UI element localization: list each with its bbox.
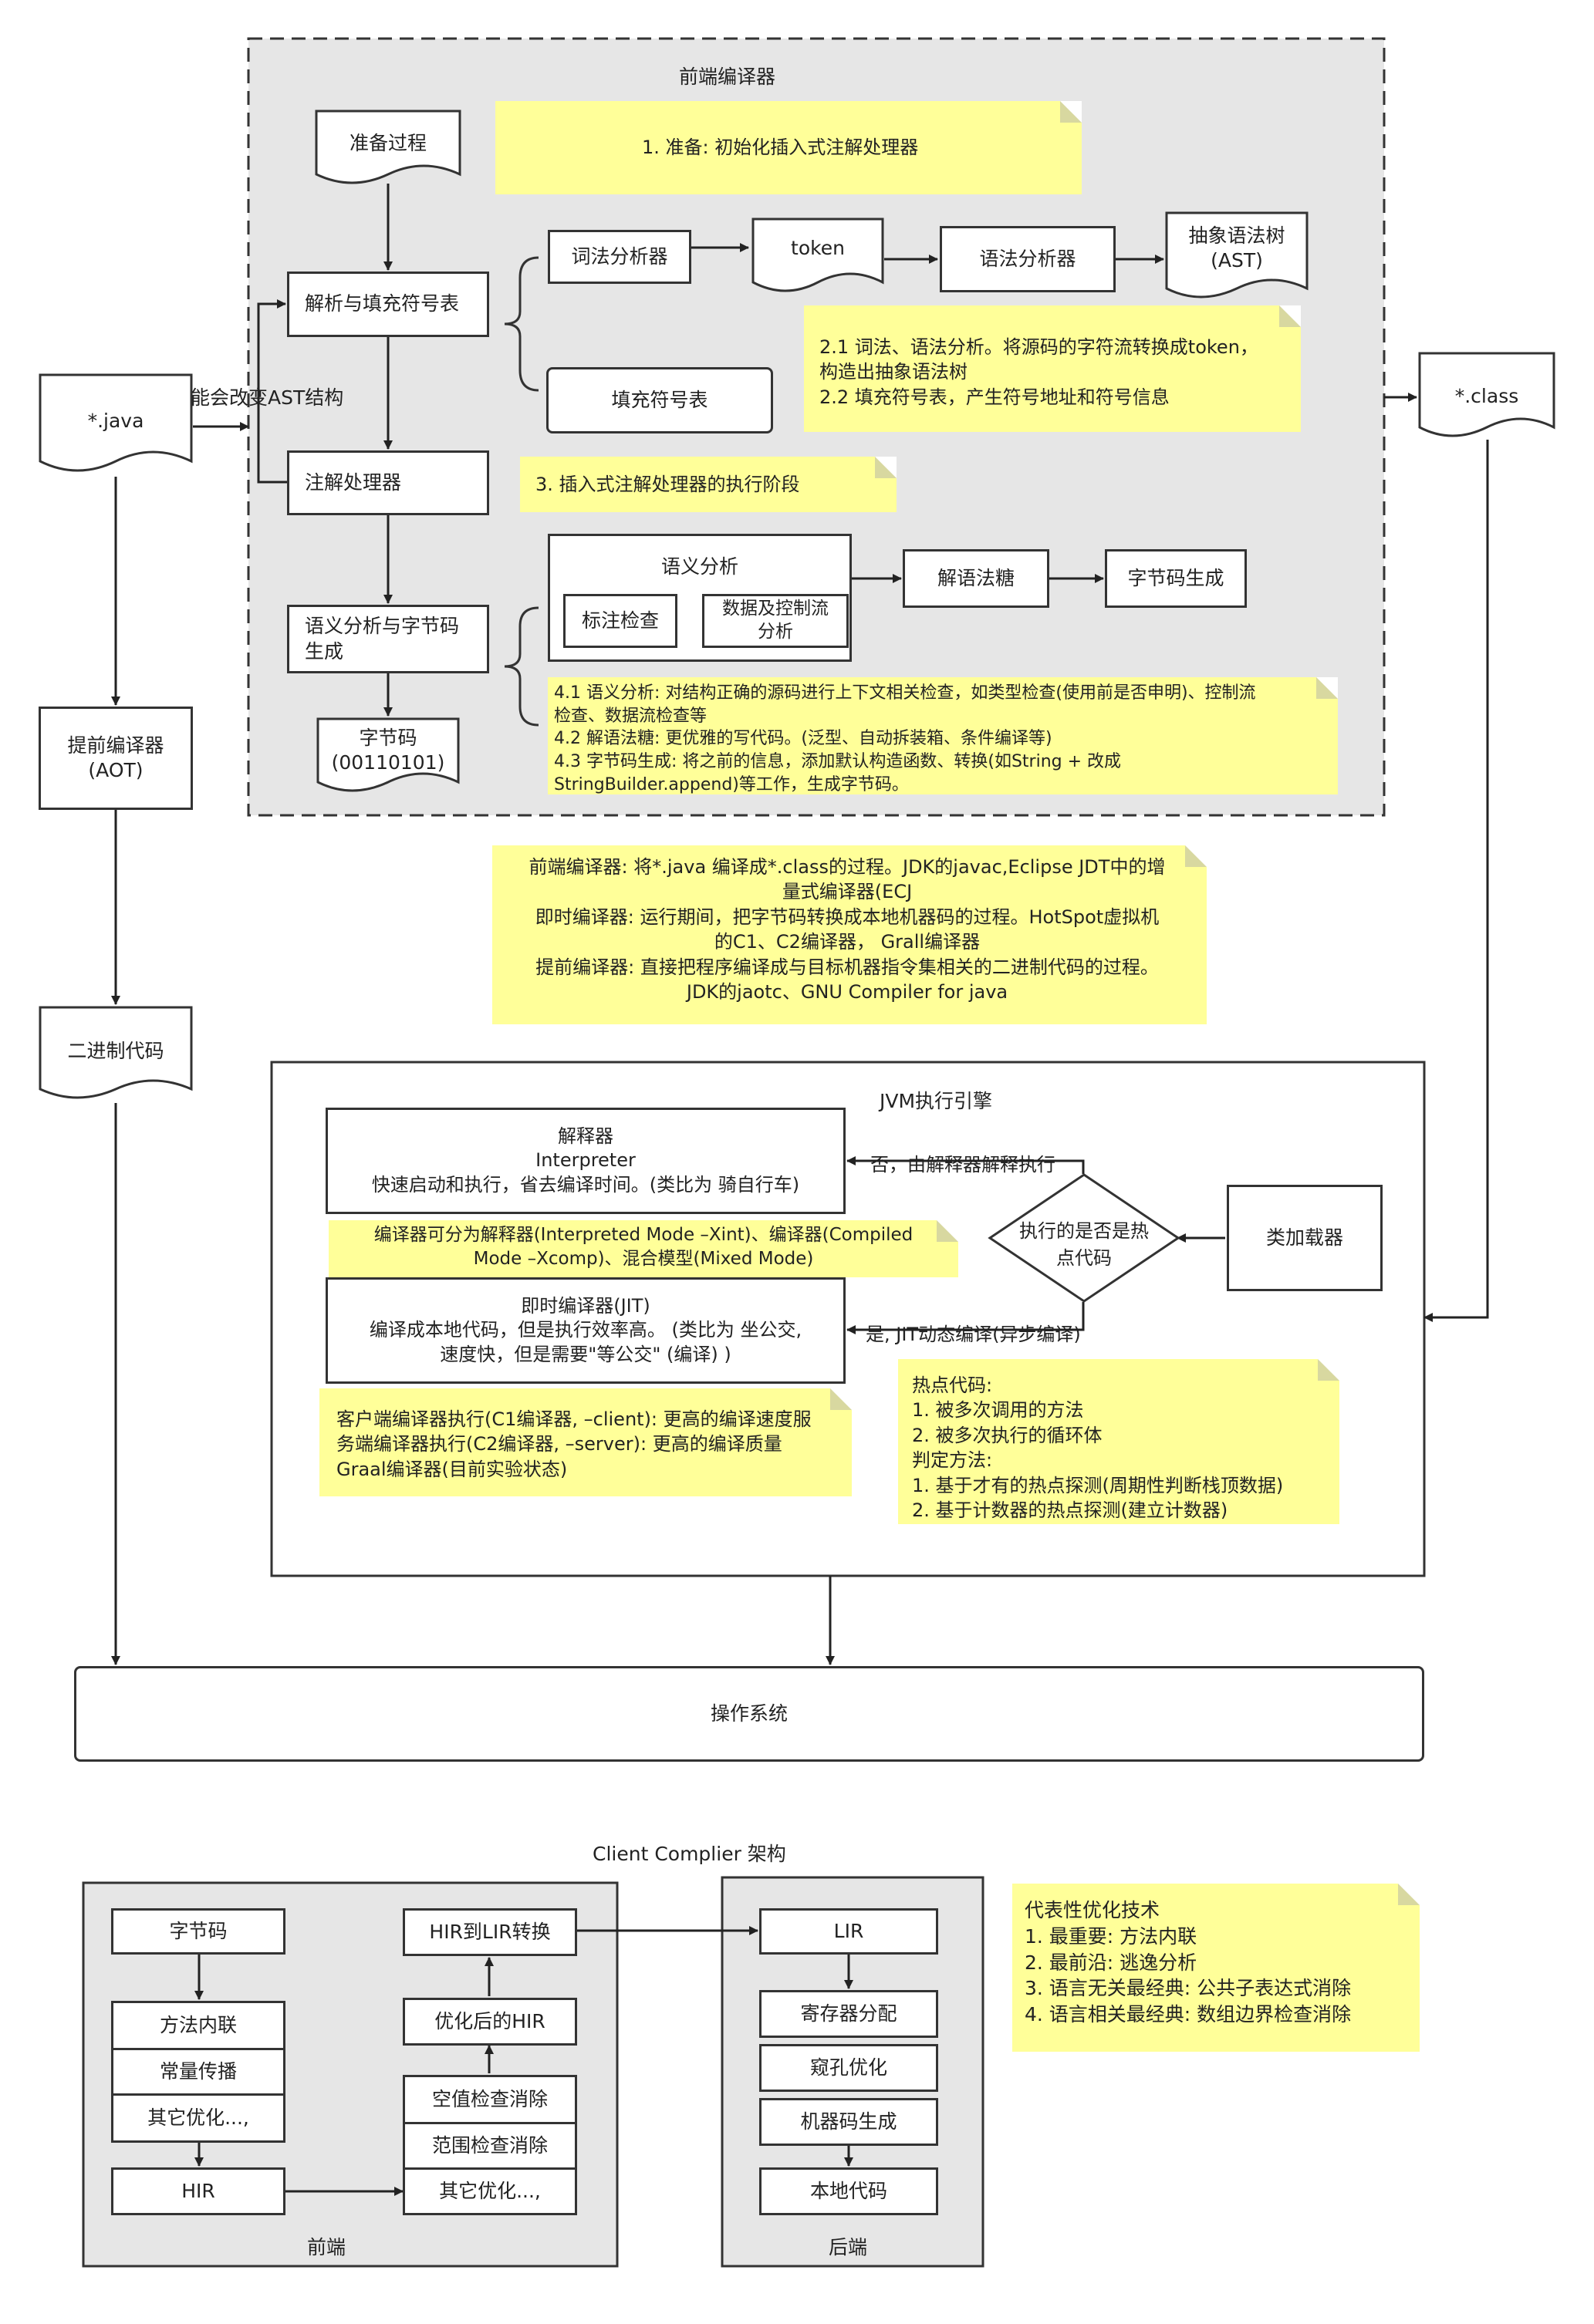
note-semantic: 4.1 语义分析: 对结构正确的源码进行上下文相关检查，如类型检查(使用前是否申… xyxy=(548,677,1338,794)
const-prop-box: 常量传播 xyxy=(111,2048,285,2096)
jit-box: 即时编译器(JIT) 编译成本地代码，但是执行效率高。 (类比为 坐公交, 速度… xyxy=(326,1277,846,1384)
annot-check-box: 标注检查 xyxy=(563,594,677,648)
note-prep-text: 1. 准备: 初始化插入式注解处理器 xyxy=(642,137,919,158)
brace-semantic xyxy=(504,606,539,727)
back-label: 后端 xyxy=(829,2236,868,2258)
hot-check-label: 执行的是否是热 点代码 xyxy=(1019,1220,1149,1269)
note-annotation-text: 3. 插入式注解处理器的执行阶段 xyxy=(535,474,800,495)
opt-tech-note: 代表性优化技术 1. 最重要: 方法内联 2. 最前沿: 逃逸分析 3. 语言无… xyxy=(1012,1884,1420,2052)
front-end-title: 前端编译器 xyxy=(679,66,776,88)
note-annotation: 3. 插入式注解处理器的执行阶段 xyxy=(520,457,897,512)
client-bytecode-box: 字节码 xyxy=(111,1908,285,1955)
opt-hir-box: 优化后的HIR xyxy=(403,1998,577,2046)
class-file-doc: *.class xyxy=(1418,352,1555,444)
opt-tech-note-text: 代表性优化技术 1. 最重要: 方法内联 2. 最前沿: 逃逸分析 3. 语言无… xyxy=(1025,1899,1352,2025)
java-file-label: *.java xyxy=(87,409,144,432)
peephole-box: 窥孔优化 xyxy=(759,2044,938,2092)
jvm-title: JVM执行引擎 xyxy=(880,1090,993,1112)
no-label: 否，由解释器解释执行 xyxy=(870,1154,1055,1175)
note-prep: 1. 准备: 初始化插入式注解处理器 xyxy=(495,101,1082,194)
hot-spot-note-text: 热点代码: 1. 被多次调用的方法 2. 被多次执行的循环体 判定方法: 1. … xyxy=(912,1374,1284,1521)
mode-note: 编译器可分为解释器(Interpreted Mode –Xint)、编译器(Co… xyxy=(329,1220,958,1277)
note-parse-text: 2.1 词法、语法分析。将源码的字符流转换成token， 构造出抽象语法树 2.… xyxy=(819,336,1258,408)
hir-box: HIR xyxy=(111,2167,285,2215)
null-check-box: 空值检查消除 xyxy=(403,2075,577,2124)
note-semantic-text: 4.1 语义分析: 对结构正确的源码进行上下文相关检查，如类型检查(使用前是否申… xyxy=(554,683,1256,794)
binary-label: 二进制代码 xyxy=(67,1039,164,1062)
ast-change-label: 可能会改变AST结构 xyxy=(171,386,344,409)
class-loader-box: 类加载器 xyxy=(1227,1185,1383,1291)
token-doc: token xyxy=(751,218,884,298)
lir-box: LIR xyxy=(759,1908,938,1955)
desugar-box: 解语法糖 xyxy=(903,549,1049,608)
client-title: Client Complier 架构 xyxy=(593,1843,786,1865)
annotation-box: 注解处理器 xyxy=(287,450,489,515)
reg-alloc-box: 寄存器分配 xyxy=(759,1990,938,2038)
class-file-label: *.class xyxy=(1454,384,1519,407)
aot-box: 提前编译器 (AOT) xyxy=(39,707,193,810)
summary-note-text: 前端编译器: 将*.java 编译成*.class的过程。JDK的javac,E… xyxy=(529,856,1166,1003)
yes-label: 是, JIT动态编译(异步编译) xyxy=(866,1324,1081,1345)
inline-box: 方法内联 xyxy=(111,2001,285,2050)
prep-label: 准备过程 xyxy=(349,131,427,154)
fill-symbol-box: 填充符号表 xyxy=(546,367,773,433)
note-parse: 2.1 词法、语法分析。将源码的字符流转换成token， 构造出抽象语法树 2.… xyxy=(804,305,1301,432)
range-check-box: 范围检查消除 xyxy=(403,2122,577,2170)
client-server-note: 客户端编译器执行(C1编译器, –client): 更高的编译速度服 务端编译器… xyxy=(319,1388,852,1496)
semantic-analysis-label: 语义分析 xyxy=(660,555,738,578)
hir-to-lir-box: HIR到LIR转换 xyxy=(403,1908,577,1956)
binary-doc: 二进制代码 xyxy=(39,1006,193,1106)
parser-box: 语法分析器 xyxy=(940,226,1116,292)
bytecode-doc: 字节码 (00110101) xyxy=(316,717,460,798)
java-file-doc: *.java xyxy=(39,373,193,480)
bytecode-gen-box: 字节码生成 xyxy=(1105,549,1247,608)
summary-note: 前端编译器: 将*.java 编译成*.class的过程。JDK的javac,E… xyxy=(492,845,1207,1024)
brace-parse xyxy=(504,256,539,392)
prep-doc: 准备过程 xyxy=(315,110,461,190)
hot-spot-note: 热点代码: 1. 被多次调用的方法 2. 被多次执行的循环体 判定方法: 1. … xyxy=(898,1359,1339,1524)
other-opt2-box: 其它优化..., xyxy=(403,2167,577,2215)
lexer-box: 词法分析器 xyxy=(548,230,691,284)
token-label: token xyxy=(791,236,845,259)
os-box: 操作系统 xyxy=(74,1666,1424,1762)
client-server-note-text: 客户端编译器执行(C1编译器, –client): 更高的编译速度服 务端编译器… xyxy=(336,1408,812,1480)
bytecode-label: 字节码 (00110101) xyxy=(331,726,445,774)
hot-check-diamond xyxy=(988,1173,1180,1303)
data-flow-box: 数据及控制流 分析 xyxy=(702,594,849,648)
native-code-box: 本地代码 xyxy=(759,2167,938,2215)
mode-note-text: 编译器可分为解释器(Interpreted Mode –Xint)、编译器(Co… xyxy=(373,1225,914,1270)
interpreter-box: 解释器 Interpreter 快速启动和执行，省去编译时间。(类比为 骑自行车… xyxy=(326,1108,846,1214)
semantic-gen-box: 语义分析与字节码 生成 xyxy=(287,605,489,673)
ast-doc: 抽象语法树 (AST) xyxy=(1165,211,1309,304)
parse-fill-box: 解析与填充符号表 xyxy=(287,272,489,337)
front-label: 前端 xyxy=(307,2236,346,2258)
other-opt1-box: 其它优化..., xyxy=(111,2093,285,2143)
machine-gen-box: 机器码生成 xyxy=(759,2098,938,2146)
ast-label: 抽象语法树 (AST) xyxy=(1188,224,1285,272)
